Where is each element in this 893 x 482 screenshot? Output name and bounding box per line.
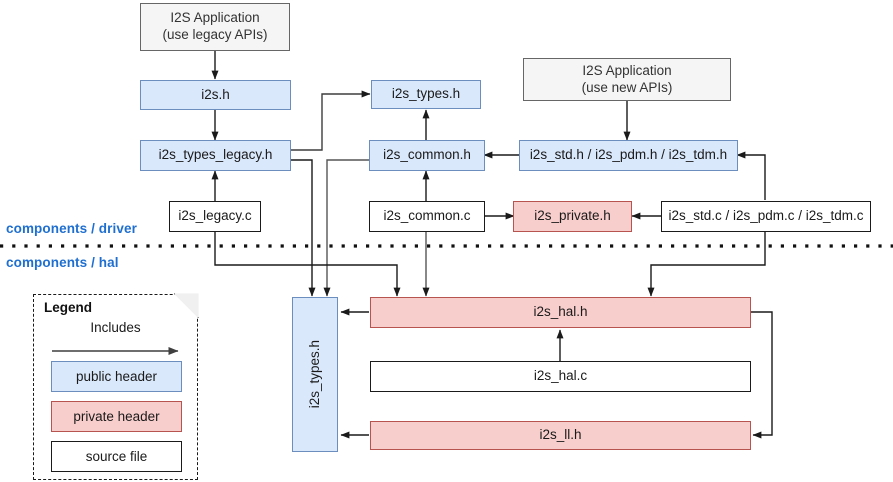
node-i2s-types-h-top[interactable]: i2s_types.h <box>371 80 481 109</box>
node-label-line1: I2S Application <box>170 10 260 26</box>
node-app-legacy[interactable]: I2S Application (use legacy APIs) <box>140 3 290 51</box>
node-i2s-hal-c[interactable]: i2s_hal.c <box>370 361 751 392</box>
legend-item-private-header: private header <box>51 401 182 432</box>
node-label-line1: I2S Application <box>582 62 672 78</box>
legend-edge-label: Includes <box>90 320 141 335</box>
node-app-new[interactable]: I2S Application (use new APIs) <box>523 58 731 101</box>
node-i2s-ll-h[interactable]: i2s_ll.h <box>370 421 751 450</box>
node-i2s-std-pdm-tdm-c[interactable]: i2s_std.c / i2s_pdm.c / i2s_tdm.c <box>661 201 871 232</box>
node-i2s-hal-h[interactable]: i2s_hal.h <box>370 297 751 328</box>
legend-title: Legend <box>44 300 93 315</box>
zone-label-hal: components / hal <box>6 255 119 270</box>
zone-label-driver: components / driver <box>6 221 137 236</box>
node-label-vertical: i2s_types.h <box>306 340 322 409</box>
node-i2s-h[interactable]: i2s.h <box>140 80 291 110</box>
node-i2s-common-c[interactable]: i2s_common.c <box>369 201 485 232</box>
legend-item-source-file: source file <box>51 441 182 472</box>
node-label-line2: (use new APIs) <box>581 79 673 95</box>
legend-item-public-header: public header <box>51 361 182 392</box>
node-i2s-private-h[interactable]: i2s_private.h <box>513 201 632 232</box>
node-label-line2: (use legacy APIs) <box>162 27 268 42</box>
legend: Legend Includes public header private he… <box>33 293 199 480</box>
node-i2s-types-legacy-h[interactable]: i2s_types_legacy.h <box>140 140 291 171</box>
node-i2s-std-pdm-tdm-h[interactable]: i2s_std.h / i2s_pdm.h / i2s_tdm.h <box>519 140 738 171</box>
node-i2s-legacy-c[interactable]: i2s_legacy.c <box>169 201 261 232</box>
legend-fold-corner-icon <box>173 293 199 319</box>
node-i2s-types-h-hal[interactable]: i2s_types.h <box>292 297 338 452</box>
legend-arrow-icon <box>52 343 182 355</box>
node-i2s-common-h[interactable]: i2s_common.h <box>369 140 485 171</box>
